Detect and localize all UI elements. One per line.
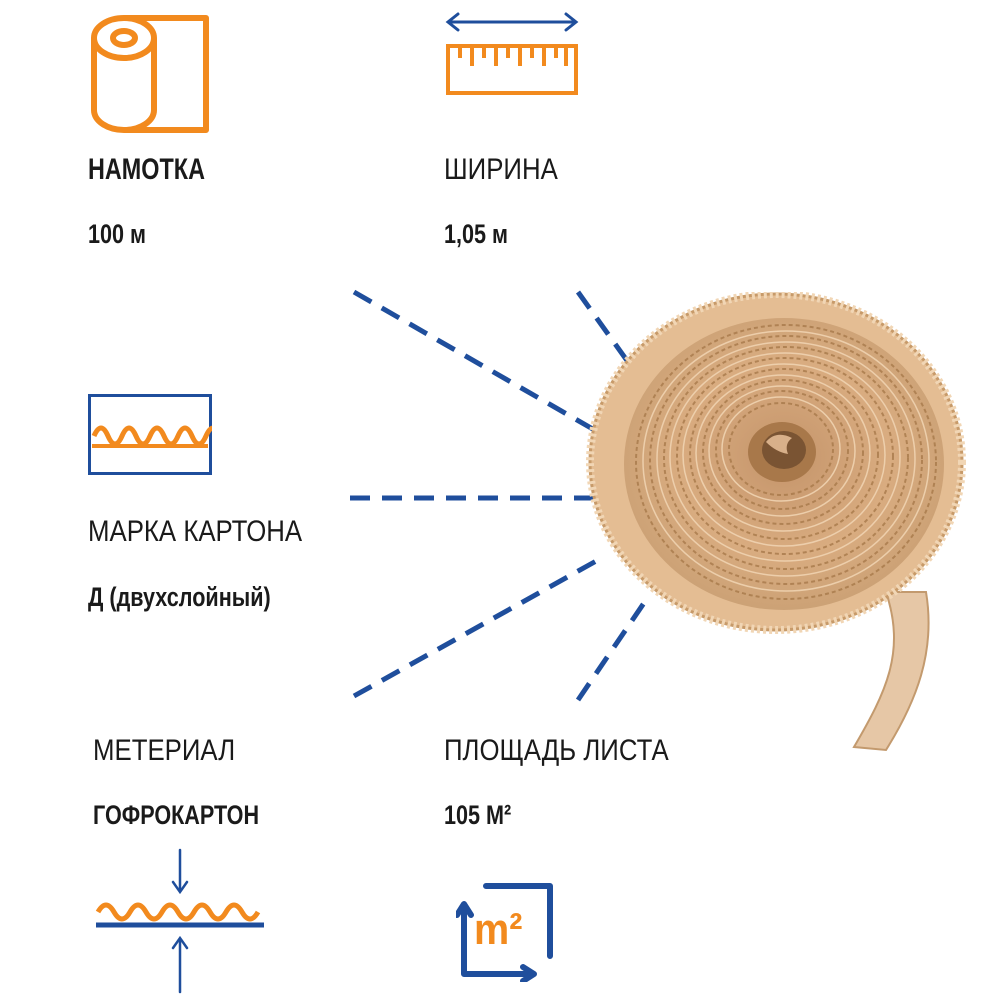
grade-value: Д (двухслойный) — [88, 582, 271, 612]
guide-line-1 — [352, 289, 600, 435]
ruler-width-icon — [444, 8, 580, 98]
width-title: ШИРИНА — [444, 153, 558, 186]
winding-value: 100 м — [88, 219, 147, 249]
winding-title: НАМОТКА — [88, 153, 205, 186]
guide-line-4 — [352, 557, 600, 699]
grade-title: МАРКА КАРТОНА — [88, 515, 303, 548]
guide-line-5 — [575, 598, 649, 702]
guide-line-2 — [575, 290, 631, 364]
paper-roll-icon — [88, 12, 210, 136]
corrugated-layers-icon — [92, 846, 268, 996]
width-value: 1,05 м — [444, 219, 509, 249]
area-title: ПЛОЩАДЬ ЛИСТА — [444, 734, 669, 767]
square-meter-label: m² — [474, 905, 523, 954]
material-value: ГОФРОКАРТОН — [93, 800, 260, 830]
cardboard-roll-image — [586, 292, 966, 752]
corrugated-grade-icon — [88, 394, 212, 476]
area-value: 105 М² — [444, 800, 512, 830]
material-title: МЕТЕРИАЛ — [93, 734, 236, 767]
square-meter-icon: m² — [456, 878, 560, 982]
